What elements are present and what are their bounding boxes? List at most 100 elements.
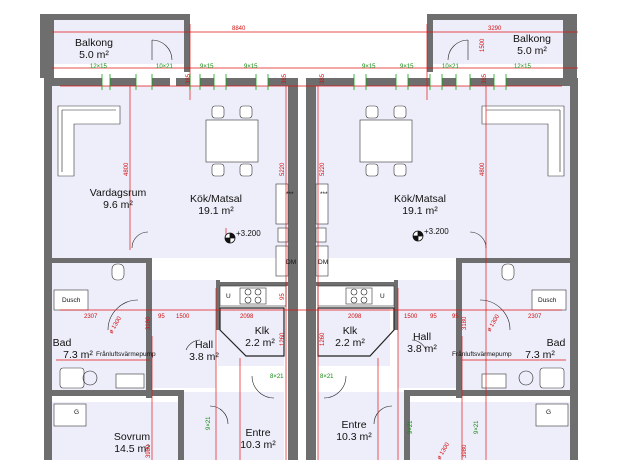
dim-3980-right: 3980 (462, 444, 468, 458)
dim-12x15-left: 12×15 (90, 64, 108, 70)
furniture-left (53, 105, 289, 427)
fixture-labels: Dusch Dusch Frånluftsvärmepump Frånlufts… (62, 191, 557, 416)
elevation-right-label: +3.200 (424, 227, 449, 236)
kok-right-area: 19.1 m² (402, 205, 438, 217)
walls (40, 14, 578, 460)
balkong-left-fill (54, 20, 184, 64)
dim-1500-right: 1500 (404, 314, 418, 320)
entre-left-fill (178, 392, 284, 460)
dimension-lines (52, 24, 578, 460)
window-marks (101, 74, 507, 90)
hall-right-fill (398, 280, 462, 388)
dim-385-c: 385 (320, 73, 326, 84)
bad-left-area: 7.3 m² (63, 349, 93, 361)
dim-385-d: 385 (482, 73, 488, 84)
dim-10x21-right: 10×21 (442, 64, 460, 70)
room-labels: Balkong 5.0 m² Balkong 5.0 m² Vardagsrum… (53, 33, 566, 455)
dim-5220-right: 5220 (320, 162, 326, 176)
dm-left-label: DM (286, 259, 296, 266)
door-swings (107, 39, 511, 425)
dim-95-a: 95 (158, 314, 165, 320)
sovrum-area: 14.5 m² (114, 443, 150, 455)
dimension-labels: 8840 3290 1500 12×15 10×21 9×15 9×15 9×1… (84, 26, 542, 460)
toilet-right (501, 263, 515, 281)
dining-table-right (359, 119, 413, 163)
klk-wall-left (219, 307, 285, 357)
balkong-right-fill (433, 20, 563, 64)
heatpump-left-label: Frånluftsvärmepump (96, 350, 156, 358)
hall-right-name: Hall (413, 331, 431, 343)
dusch-left-label: Dusch (62, 297, 81, 304)
klk-right-area: 2.2 m² (335, 337, 365, 349)
balkong-right-name: Balkong (513, 33, 551, 45)
dim-1260-right: 1260 (320, 332, 326, 346)
fridge-right (315, 183, 329, 225)
balkong-left-name: Balkong (75, 37, 113, 49)
vardagsrum-area: 9.6 m² (103, 199, 133, 211)
vardagsrum-name: Vardagsrum (90, 187, 147, 199)
klk-left-area: 2.2 m² (245, 337, 275, 349)
entre-right-fill (318, 392, 406, 460)
entre-left-area: 10.3 m² (240, 439, 276, 451)
dim-1260-left: 1260 (280, 332, 286, 346)
bad-left-name: Bad (53, 337, 72, 349)
hall-left-area: 3.8 m² (189, 351, 219, 363)
stars-left-label: *** (286, 191, 294, 198)
dim-1500-top: 1500 (480, 38, 486, 52)
stars-right-label: *** (320, 191, 328, 198)
dim-95-b: 95 (430, 314, 437, 320)
dim-9x15-c: 9×15 (362, 64, 376, 70)
dim-95-d: 95 (452, 314, 459, 320)
dim-9x21-b: 9×21 (408, 420, 414, 434)
dim-5220-left: 5220 (280, 162, 286, 176)
dim-9x21-a: 9×21 (206, 416, 212, 430)
sofa-left (57, 105, 121, 177)
g-right-label: G (546, 409, 551, 416)
dim-8x21-right: 8×21 (320, 374, 334, 380)
balkong-right-area: 5.0 m² (517, 45, 547, 57)
dusch-right-label: Dusch (538, 297, 557, 304)
dim-8x21-left: 8×21 (270, 374, 284, 380)
dim-385-b: 385 (282, 73, 288, 84)
hall-left-fill (152, 280, 216, 388)
dim-95-c: 95 (280, 293, 286, 300)
dim-4800-left: 4800 (124, 162, 130, 176)
dim-4800-right: 4800 (480, 162, 486, 176)
u-right-label: U (380, 293, 385, 300)
fridge-left (275, 183, 289, 225)
entre-right-name: Entre (341, 419, 366, 431)
kok-right-name: Kök/Matsal (394, 193, 446, 205)
elevation-markers (224, 230, 424, 244)
bad-right-area: 7.3 m² (525, 349, 555, 361)
dim-3180-right: 3180 (462, 316, 468, 330)
dim-2098-right: 2098 (348, 314, 362, 320)
toilet-left (111, 263, 125, 281)
dim-9x15-a: 9×15 (200, 64, 214, 70)
dim-3980-left: 3980 (146, 444, 152, 458)
entre-right-area: 10.3 m² (336, 431, 372, 443)
dim-3290: 3290 (488, 26, 502, 32)
dim-9x21-c: 9×21 (474, 420, 480, 434)
dim-1500-left: 1500 (176, 314, 190, 320)
dining-table-left (205, 119, 259, 163)
dim-9x15-b: 9×15 (244, 64, 258, 70)
sofa-right (481, 105, 565, 177)
dim-9x15-d: 9×15 (400, 64, 414, 70)
heatpump-right-label: Frånluftsvärmepump (452, 350, 512, 358)
dim-2307-right: 2307 (528, 314, 542, 320)
u-left-label: U (226, 293, 231, 300)
hall-right-area: 3.8 m² (407, 343, 437, 355)
g-left-label: G (74, 409, 79, 416)
sovrum-name: Sovrum (114, 431, 150, 443)
entre-left-name: Entre (245, 427, 270, 439)
klk-left-name: Klk (255, 325, 270, 337)
dim-2098-left: 2098 (240, 314, 254, 320)
dim-3180-left: 3180 (146, 316, 152, 330)
kok-left-name: Kök/Matsal (190, 193, 242, 205)
balkong-left-area: 5.0 m² (79, 49, 109, 61)
klk-right-name: Klk (343, 325, 358, 337)
dim-10x21-left: 10×21 (156, 64, 174, 70)
furniture-right (315, 105, 569, 427)
kok-left-area: 19.1 m² (198, 205, 234, 217)
